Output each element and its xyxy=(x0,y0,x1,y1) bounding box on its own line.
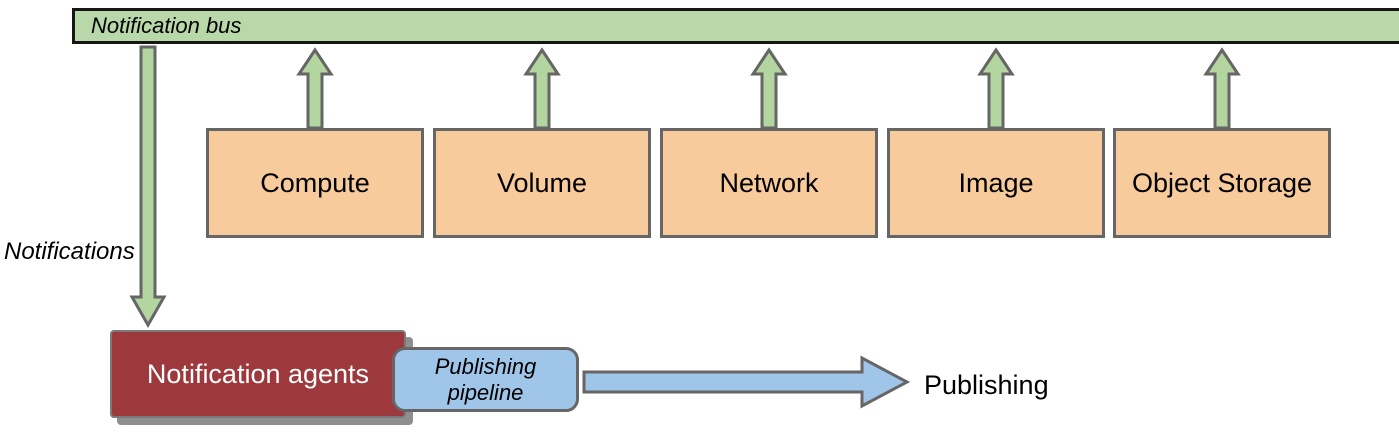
notifications-down-arrow xyxy=(129,45,167,329)
publishing-label: Publishing xyxy=(924,370,1049,400)
service-box-network: Network xyxy=(660,128,878,238)
publishing-pipeline-label: Publishing pipeline xyxy=(434,353,537,405)
up-arrow-image xyxy=(977,47,1015,130)
service-label: Volume xyxy=(496,167,588,198)
service-box-image: Image xyxy=(887,128,1105,238)
notification-agents-box: Notification agents xyxy=(110,330,406,418)
publishing-pipeline-box: Publishing pipeline xyxy=(392,347,579,412)
notifications-arrow-label: Notifications xyxy=(4,238,135,265)
service-label: Compute xyxy=(260,167,370,198)
up-arrow-network xyxy=(750,47,788,130)
up-arrow-object-storage xyxy=(1203,47,1241,130)
notification-agents-label: Notification agents xyxy=(146,358,370,389)
notification-bus-label: Notification bus xyxy=(91,13,242,38)
publishing-arrow xyxy=(582,355,911,409)
service-label: Network xyxy=(719,167,819,198)
service-box-object-storage: Object Storage xyxy=(1113,128,1331,238)
service-label: Image xyxy=(958,167,1034,198)
up-arrow-compute xyxy=(296,47,334,130)
service-box-volume: Volume xyxy=(433,128,651,238)
service-box-compute: Compute xyxy=(206,128,424,238)
up-arrow-volume xyxy=(523,47,561,130)
notification-bus-bar: Notification bus xyxy=(72,8,1399,44)
service-label: Object Storage xyxy=(1131,167,1313,198)
